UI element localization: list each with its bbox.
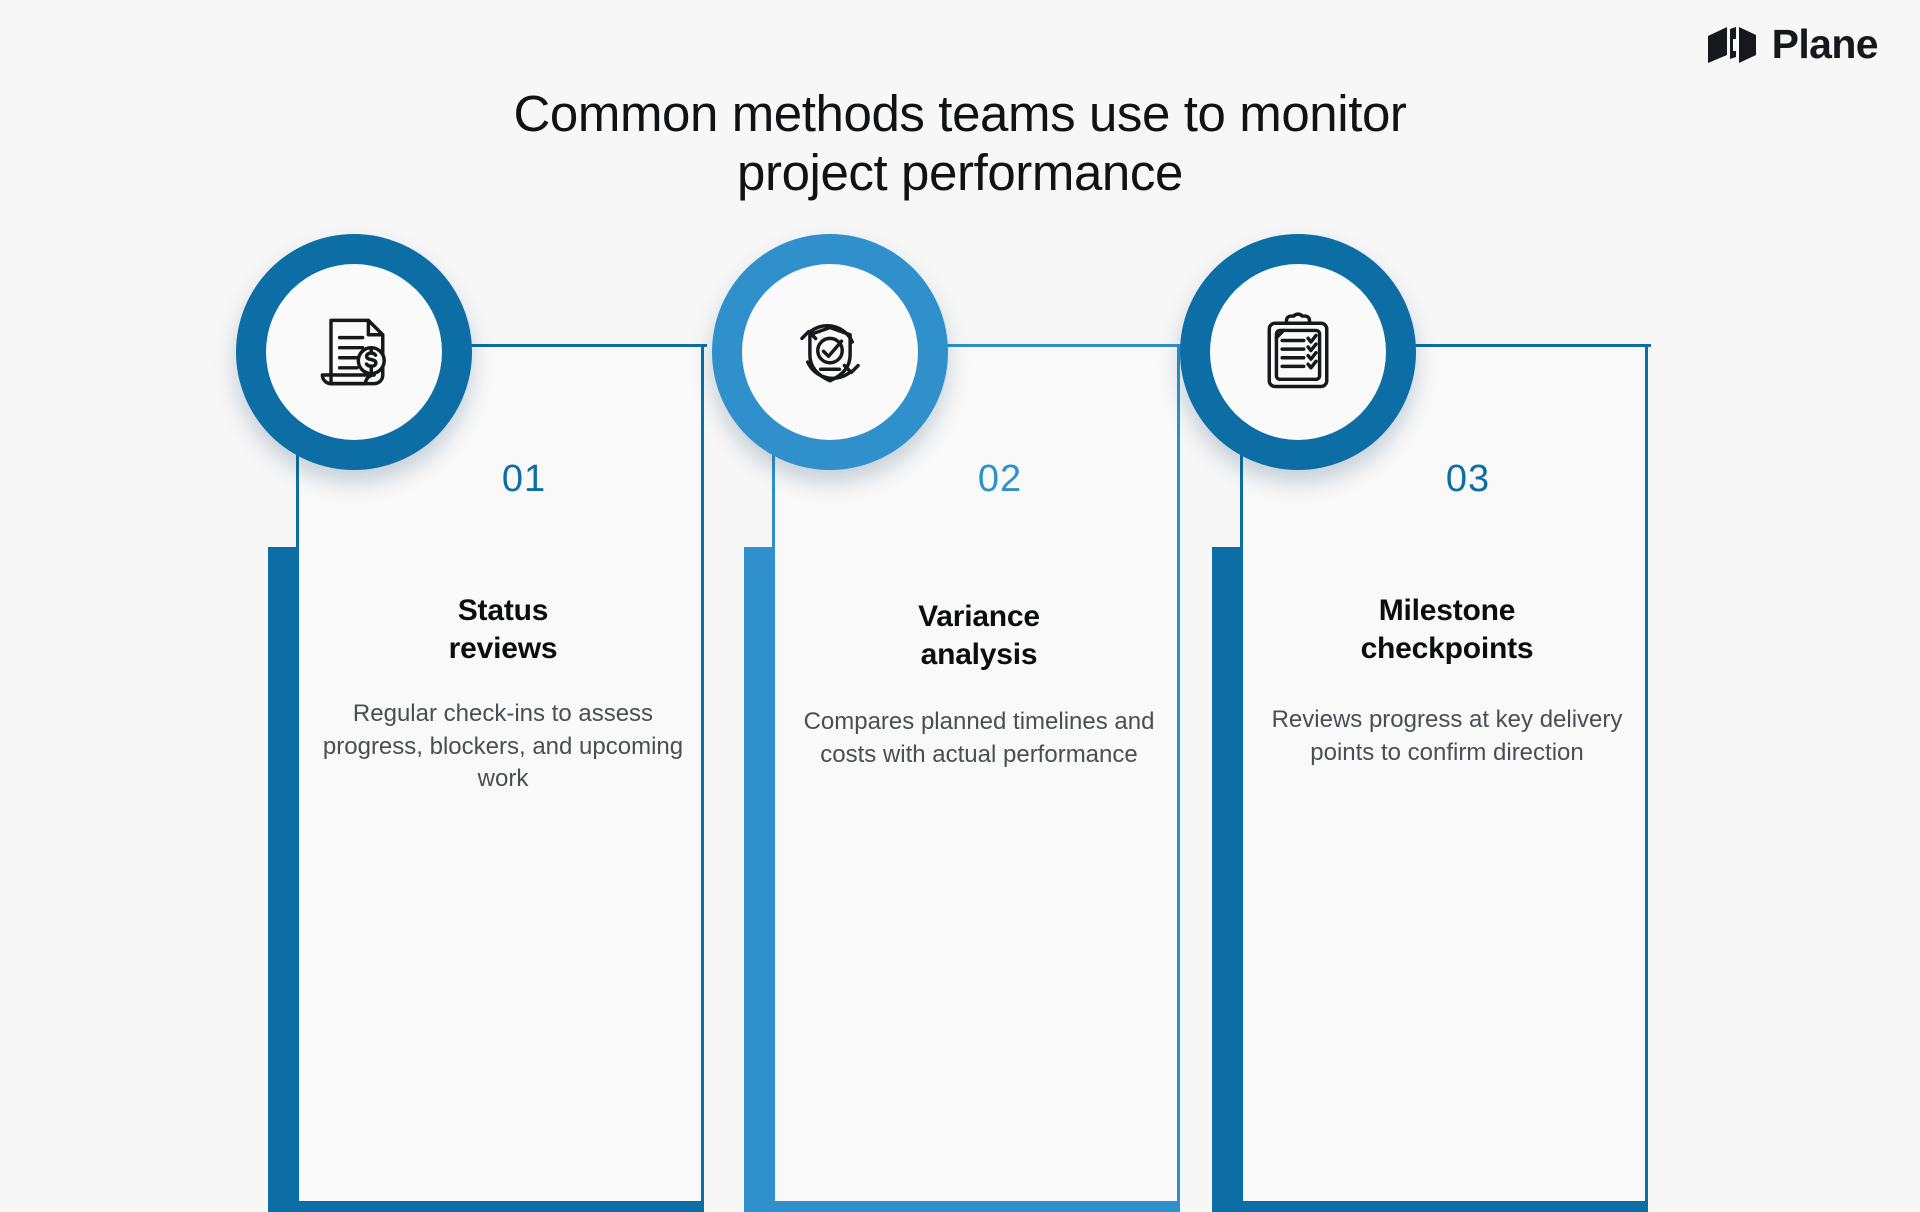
card-description: Regular check-ins to assess progress, bl… xyxy=(322,700,684,793)
page-title-line-1: Common methods teams use to monitor xyxy=(513,85,1407,142)
card-icon-badge xyxy=(712,234,948,470)
card-heading-line-1: Variance xyxy=(918,600,1040,633)
card-heading: Milestone checkpoints xyxy=(1256,592,1638,668)
card-heading-line-2: analysis xyxy=(920,638,1038,672)
shield-check-refresh-icon xyxy=(800,324,860,383)
card-top-connector-line xyxy=(1388,344,1651,347)
icon-ring-inner xyxy=(742,264,918,440)
method-card-status-reviews: 01 Status reviews Regular check-ins to a… xyxy=(236,234,728,1212)
brand-logo: Plane xyxy=(1706,21,1879,67)
clipboard-checklist-icon xyxy=(1267,312,1329,389)
card-surface xyxy=(775,347,1177,1201)
icon-ring-inner xyxy=(266,264,442,440)
card-heading-line-1: Status xyxy=(457,594,549,627)
card-text: Milestone checkpoints Reviews progress a… xyxy=(1256,592,1638,769)
card-heading-line-2: checkpoints xyxy=(1360,632,1534,666)
page-title-line-2: project performance xyxy=(737,144,1183,202)
plane-logo-icon xyxy=(1707,26,1756,63)
method-card-milestone-checkpoints: 03 Milestone checkpoints Reviews progres… xyxy=(1180,234,1672,1212)
method-card-variance-analysis: 02 Variance analysis Compares planned ti… xyxy=(712,234,1204,1212)
card-heading-line-2: reviews xyxy=(448,632,558,666)
card-description: Reviews progress at key delivery points … xyxy=(1271,706,1623,766)
card-icon-badge xyxy=(1180,234,1416,470)
invoice-document-icon xyxy=(320,318,386,386)
card-description: Compares planned timelines and costs wit… xyxy=(803,708,1155,768)
card-text: Variance analysis Compares planned timel… xyxy=(788,598,1170,771)
card-number: 03 xyxy=(1445,458,1491,500)
card-number: 01 xyxy=(501,458,547,500)
card-number: 02 xyxy=(977,458,1023,500)
brand-name: Plane xyxy=(1771,21,1879,67)
card-top-connector-line xyxy=(444,344,707,347)
card-surface xyxy=(299,347,701,1201)
card-icon-badge xyxy=(236,234,472,470)
card-text: Status reviews Regular check-ins to asse… xyxy=(312,592,694,796)
page-title: Common methods teams use to monitor proj… xyxy=(380,84,1540,202)
icon-ring-inner xyxy=(1210,264,1386,440)
card-heading-line-1: Milestone xyxy=(1378,594,1516,627)
card-top-connector-line xyxy=(920,344,1183,347)
card-heading: Status reviews xyxy=(312,592,694,668)
card-heading: Variance analysis xyxy=(788,598,1170,674)
method-cards-container: 01 Status reviews Regular check-ins to a… xyxy=(0,234,1920,1212)
card-surface xyxy=(1243,347,1645,1201)
